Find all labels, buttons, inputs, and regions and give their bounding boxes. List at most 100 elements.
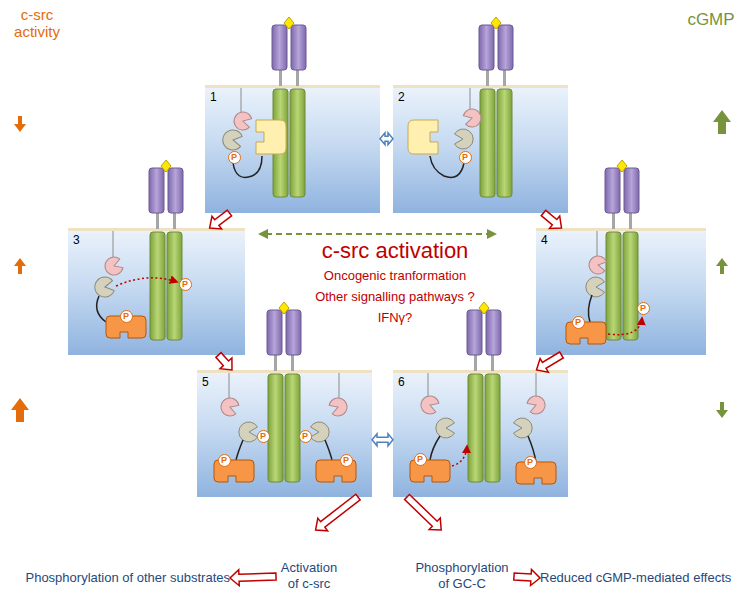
outcome-node: Activation of c-src [276, 530, 342, 592]
state-panel: 1 [205, 85, 380, 213]
panel-illustration [93, 160, 183, 340]
gc-c-receptor [605, 160, 639, 340]
center-heading: c-src activation [255, 238, 535, 263]
panel-illustration [214, 302, 356, 482]
membrane-anchor [428, 373, 429, 397]
gc-c-receptor [479, 17, 513, 197]
linker [430, 436, 440, 460]
outcome-text: Phosphorylation of GC-C [410, 560, 514, 592]
gc-c-receptor [149, 160, 183, 340]
trend-arrow [716, 402, 728, 418]
panel-illustration [408, 17, 513, 197]
sh3-domain [462, 107, 483, 129]
outcome-text: Phosphorylation of other substrates [25, 570, 230, 586]
trend-arrow [716, 258, 728, 274]
sh2-domain [311, 422, 330, 442]
state-panel: 4 [536, 228, 706, 355]
axis-heading: cGMP [680, 10, 742, 30]
phospho-mark: P [228, 151, 241, 164]
linker [588, 295, 592, 322]
gc-c-receptor [272, 17, 306, 197]
phospho-mark: P [572, 316, 585, 329]
outcome-text: Activation of c-src [276, 560, 342, 592]
state-panel: 3 [68, 228, 245, 355]
state-panel: 6 [393, 370, 568, 497]
note-text: IFNγ? [255, 310, 535, 325]
sh3-domain [328, 395, 350, 418]
transition-arrow [230, 570, 276, 586]
kinase-inactive [408, 120, 438, 154]
phospho-mark: P [340, 454, 353, 467]
sh2-domain [221, 128, 243, 151]
sh2-domain [436, 418, 455, 438]
linker [236, 440, 243, 460]
panel-illustration [410, 302, 556, 484]
outcome-node: Phosphorylation of GC-C [410, 530, 514, 592]
sh3-domain [218, 395, 240, 418]
panel-illustration [566, 160, 642, 344]
gc-c-receptor [267, 302, 301, 482]
phospho-mark: P [299, 430, 312, 443]
sh3-domain [232, 110, 253, 132]
phospho-mark: P [459, 151, 472, 164]
phospho-mark: P [524, 456, 537, 469]
phosphorylation-arrow [452, 446, 467, 466]
transition-arrow [210, 210, 232, 229]
membrane-anchor [339, 373, 340, 399]
phospho-mark: P [637, 302, 650, 315]
trend-arrow [713, 110, 731, 134]
transition-arrow [380, 133, 393, 145]
outcome-text: Reduced cGMP-mediated effects [540, 570, 731, 586]
membrane-anchor [597, 231, 598, 256]
note-text: Other signalling pathways ? [255, 289, 535, 304]
sh3-domain [588, 255, 608, 276]
linker [325, 440, 332, 460]
phospho-mark: P [218, 454, 231, 467]
dashed-arrow [266, 233, 489, 235]
sh2-domain [93, 276, 115, 299]
transition-arrow [541, 210, 561, 228]
panel-number: 5 [202, 375, 209, 389]
transition-arrow [405, 494, 442, 530]
state-panel: 2 [393, 85, 568, 213]
sh2-domain [455, 129, 474, 149]
phosphorylation-arrow [116, 278, 177, 286]
phospho-mark: P [257, 430, 270, 443]
sh2-domain [586, 277, 605, 297]
trend-arrow [14, 258, 26, 274]
sh2-domain [239, 422, 258, 442]
phospho-mark: P [120, 310, 133, 323]
membrane-anchor [470, 88, 471, 109]
panel-number: 1 [210, 90, 217, 104]
membrane-anchor [229, 373, 230, 399]
transition-arrow [216, 353, 232, 370]
arrow-head [487, 229, 497, 239]
transition-arrow [537, 352, 564, 372]
panel-number: 3 [73, 233, 80, 247]
arrow-head [258, 229, 268, 239]
panel-number: 2 [398, 90, 405, 104]
phosphorylation-arrow [608, 318, 642, 335]
kinase-inactive [256, 120, 286, 154]
gc-c-receptor [467, 302, 501, 482]
trend-arrow [14, 116, 26, 132]
sh3-domain [418, 393, 440, 416]
transition-arrow [514, 569, 540, 585]
trend-arrow [11, 398, 29, 422]
membrane-anchor [241, 88, 242, 112]
state-panel: 5 [197, 370, 372, 497]
sh3-domain [526, 393, 548, 416]
panel-illustration [221, 17, 306, 197]
note-text: Oncogenic tranformation [255, 268, 535, 283]
transition-arrow [372, 434, 393, 446]
transition-arrow [316, 494, 361, 531]
linker [97, 296, 106, 322]
phospho-mark: P [414, 453, 427, 466]
sh3-domain [102, 255, 124, 278]
membrane-anchor [536, 373, 537, 397]
sh2-domain [514, 418, 533, 438]
axis-heading: c-src activity [4, 6, 70, 40]
panel-number: 6 [398, 375, 405, 389]
panel-number: 4 [541, 233, 548, 247]
